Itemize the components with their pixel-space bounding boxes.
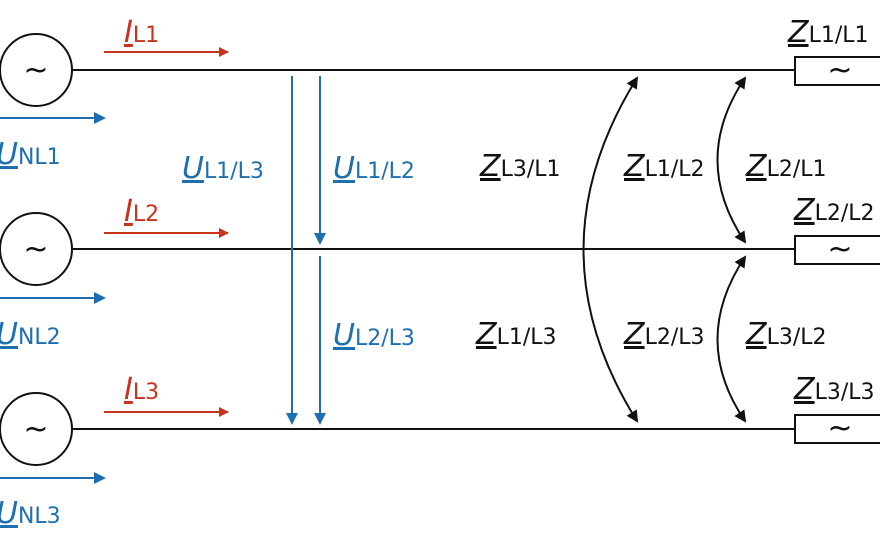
source-l3: ~ [0,392,73,466]
load-symbol: ~ [827,411,852,446]
load-label-l1: ZL1/L1 [787,15,868,50]
line-voltage-label-l2-l3: UL2/L3 [333,318,415,353]
load-impedance-l2: ~ [794,232,880,267]
current-label-l3: IL3 [124,372,159,407]
load-symbol: ~ [827,53,852,88]
coupling-label-l3-l2: ZL3/L2 [745,317,826,352]
coupling-arc-l1-l3 [582,76,639,423]
source-voltage-label-l1: UNL1 [0,137,61,172]
source-voltage-label-l2: UNL2 [0,317,61,352]
coupling-arc-l1-l2 [716,76,747,244]
source-voltage-label-l3: UNL3 [0,496,61,531]
source-l1: ~ [0,33,73,107]
source-symbol: ~ [23,232,48,267]
line-voltage-label-l1-l3: UL1/L3 [182,151,264,186]
load-impedance-l1: ~ [794,53,880,88]
load-impedance-l3: ~ [794,411,880,446]
line-voltage-label-l1-l2: UL1/L2 [333,151,415,186]
current-label-l2: IL2 [124,194,159,229]
coupling-label-l1-l2: ZL1/L2 [623,149,704,184]
coupling-label-l1-l3: ZL1/L3 [475,317,556,352]
load-label-l2: ZL2/L2 [793,193,874,228]
load-label-l3: ZL3/L3 [793,372,874,407]
source-l2: ~ [0,212,73,286]
coupling-label-l2-l1: ZL2/L1 [745,149,826,184]
source-symbol: ~ [23,412,48,447]
coupling-label-l2-l3: ZL2/L3 [623,317,704,352]
source-symbol: ~ [23,53,48,88]
current-label-l1: IL1 [124,15,159,50]
load-symbol: ~ [827,232,852,267]
coupling-label-l3-l1: ZL3/L1 [479,149,560,184]
coupling-arc-l2-l3 [716,255,747,423]
